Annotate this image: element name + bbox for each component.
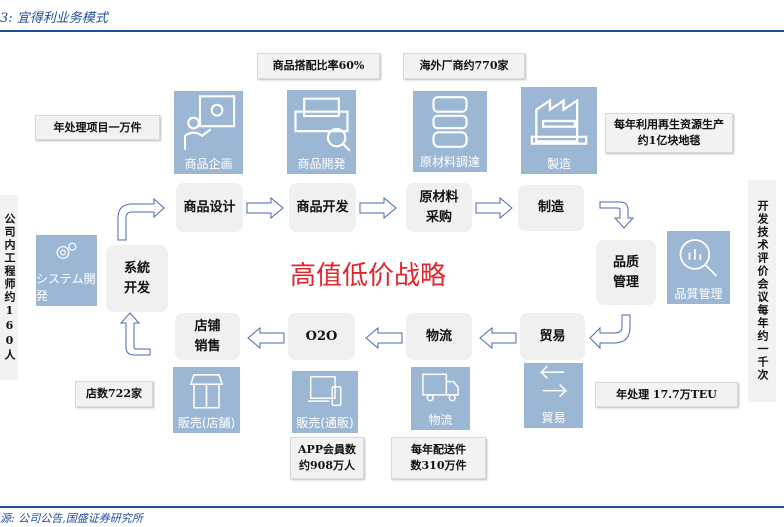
icon-label: 原材料調達: [419, 155, 480, 169]
icon-manufacturing: 製造: [521, 87, 597, 174]
factory-icon: [530, 98, 588, 145]
exchange-arrows-icon: [539, 365, 568, 398]
note-delivery: 每年配送件数310万件: [391, 437, 486, 479]
step-logistics: 物流: [406, 313, 472, 360]
arrow-curve-up-right-icon: [117, 197, 165, 241]
strategy-headline: 高值低价战略: [290, 261, 447, 291]
truck-icon: [422, 373, 459, 402]
icon-system: システム開発: [36, 235, 97, 306]
arrow-left-icon: [479, 326, 517, 350]
step-o2o: O2O: [288, 313, 355, 360]
figure-title: 3: 宜得利业务模式: [0, 11, 108, 26]
lightbulb-presenter-icon: [183, 95, 236, 150]
arrow-curve-left-icon: [589, 314, 631, 350]
sofa-search-icon: [294, 97, 351, 152]
note-overseas: 海外厂商约770家: [403, 53, 525, 79]
side-note-reviews: 开发技术评价会议每年约一千次: [748, 180, 776, 402]
laptop-phone-icon: [307, 376, 342, 407]
storefront-icon: [189, 374, 224, 409]
arrow-curve-down-icon: [599, 201, 635, 229]
arrow-right-icon: [246, 196, 284, 220]
icon-trade: 貿易: [524, 363, 583, 428]
icon-label: 販売(店舗): [177, 416, 236, 430]
icon-label: 物流: [428, 413, 453, 427]
icon-label: 貿易: [541, 411, 566, 425]
top-divider: [0, 30, 784, 32]
step-product-development: 商品开发: [289, 183, 356, 232]
arrow-curve-up-icon: [119, 312, 151, 356]
note-stores: 店数722家: [75, 381, 153, 407]
step-trade: 贸易: [520, 313, 585, 360]
arrow-left-icon: [365, 326, 403, 350]
note-teu: 年处理 17.7万TEU: [595, 382, 738, 407]
icon-store-sales: 販売(店舗): [173, 367, 240, 433]
icon-product-planning: 商品企画: [174, 91, 243, 174]
step-quality-control: 品质管理: [596, 240, 656, 305]
step-store-sales: 店铺销售: [175, 313, 240, 360]
step-procurement: 原材料采购: [406, 183, 472, 232]
gears-icon: [56, 242, 77, 259]
note-recycle: 每年利用再生资源生产约1亿块地毯: [605, 113, 733, 153]
magnifier-chart-icon: [679, 239, 718, 277]
icon-quality: 品質管理: [667, 231, 730, 304]
arrow-right-icon: [359, 196, 397, 220]
icon-label: システム開発: [36, 272, 96, 303]
note-projects: 年处理项目一万件: [35, 115, 160, 140]
icon-logistics: 物流: [411, 367, 470, 430]
icon-label: 販売(通販): [296, 416, 354, 430]
arrow-left-icon: [247, 326, 285, 350]
icon-label: 品質管理: [674, 287, 723, 301]
step-system-development: 系統开发: [106, 245, 168, 312]
source-note: 源: 公司公告,国盛证券研究所: [0, 512, 143, 525]
side-note-engineers: 公司内工程师约160人: [0, 195, 18, 380]
step-product-design: 商品设计: [176, 183, 243, 232]
icon-product-development: 商品開発: [287, 90, 356, 174]
note-match-rate: 商品搭配比率60%: [257, 53, 380, 79]
icon-label: 製造: [546, 157, 571, 171]
note-app: APP会員数约908万人: [290, 437, 364, 479]
bottom-divider: [0, 506, 784, 508]
icon-online-sales: 販売(通販): [292, 371, 358, 433]
icon-label: 商品企画: [184, 157, 233, 171]
icon-raw-material: 原材料調達: [413, 91, 487, 172]
icon-label: 商品開発: [297, 157, 346, 171]
mattress-icon: [432, 96, 468, 148]
step-manufacturing: 制造: [518, 185, 584, 231]
arrow-right-icon: [475, 196, 513, 220]
